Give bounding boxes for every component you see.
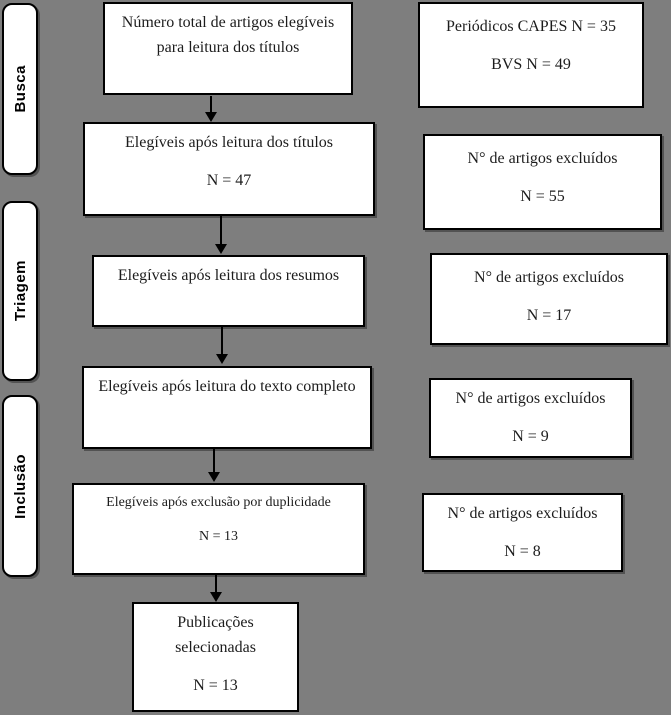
excluded-box-abstracts-label: N° de artigos excluídos — [474, 269, 624, 286]
flow-box-after-titles-count: N = 47 — [206, 171, 252, 189]
stage-label-triagem-text: Triagem — [11, 260, 29, 322]
down-arrow-5 — [215, 575, 217, 593]
flow-box-selected-publications-count: N = 13 — [193, 676, 238, 694]
sources-box-line1: Periódicos CAPES N = 35 — [446, 18, 616, 35]
stage-label-busca: Busca — [2, 3, 38, 175]
flow-box-after-abstracts-label: Elegíveis após leitura dos resumos — [117, 267, 340, 284]
excluded-box-abstracts-count: N = 17 — [526, 306, 572, 324]
down-arrow-1 — [210, 96, 212, 113]
flow-box-total-eligible: Número total de artigos elegíveis para l… — [103, 2, 353, 95]
excluded-box-titles-label: N° de artigos excluídos — [467, 150, 618, 167]
sources-box: Periódicos CAPES N = 35 BVS N = 49 — [418, 2, 644, 108]
excluded-box-duplicates: N° de artigos excluídos N = 8 — [422, 493, 623, 572]
flow-box-after-duplicates-count: N = 13 — [198, 529, 238, 544]
stage-label-inclusao: Inclusão — [2, 395, 38, 577]
sources-box-line2: BVS N = 49 — [491, 55, 571, 73]
stage-label-busca-text: Busca — [11, 65, 29, 113]
excluded-box-fulltext: N° de artigos excluídos N = 9 — [429, 378, 632, 458]
excluded-box-titles-count: N = 55 — [520, 187, 565, 205]
flow-box-after-fulltext-label: Elegíveis após leitura do texto completo — [98, 378, 356, 395]
excluded-box-abstracts: N° de artigos excluídos N = 17 — [430, 253, 668, 345]
flow-box-after-duplicates: Elegíveis após exclusão por duplicidade … — [72, 483, 365, 575]
flow-box-after-titles-label: Elegíveis após leitura dos títulos — [125, 134, 333, 151]
flow-box-after-duplicates-label: Elegíveis após exclusão por duplicidade — [106, 495, 331, 510]
flow-box-after-abstracts: Elegíveis após leitura dos resumos — [92, 255, 365, 327]
stage-label-inclusao-text: Inclusão — [11, 453, 29, 519]
flow-box-after-fulltext: Elegíveis após leitura do texto completo — [82, 366, 372, 449]
flow-box-after-titles: Elegíveis após leitura dos títulos N = 4… — [83, 122, 375, 216]
stage-label-triagem: Triagem — [2, 201, 38, 381]
excluded-box-titles: N° de artigos excluídos N = 55 — [423, 134, 662, 230]
down-arrow-3 — [221, 327, 223, 355]
excluded-box-duplicates-label: N° de artigos excluídos — [447, 505, 598, 522]
flow-box-selected-publications-label: Publicações selecionadas — [175, 614, 256, 656]
down-arrow-4 — [213, 449, 215, 473]
excluded-box-fulltext-label: N° de artigos excluídos — [455, 390, 606, 407]
down-arrow-2 — [220, 216, 222, 245]
flow-box-selected-publications: Publicações selecionadas N = 13 — [132, 602, 299, 712]
excluded-box-fulltext-count: N = 9 — [512, 427, 549, 445]
excluded-box-duplicates-count: N = 8 — [504, 542, 541, 560]
flow-box-total-eligible-label: Número total de artigos elegíveis para l… — [121, 14, 335, 56]
